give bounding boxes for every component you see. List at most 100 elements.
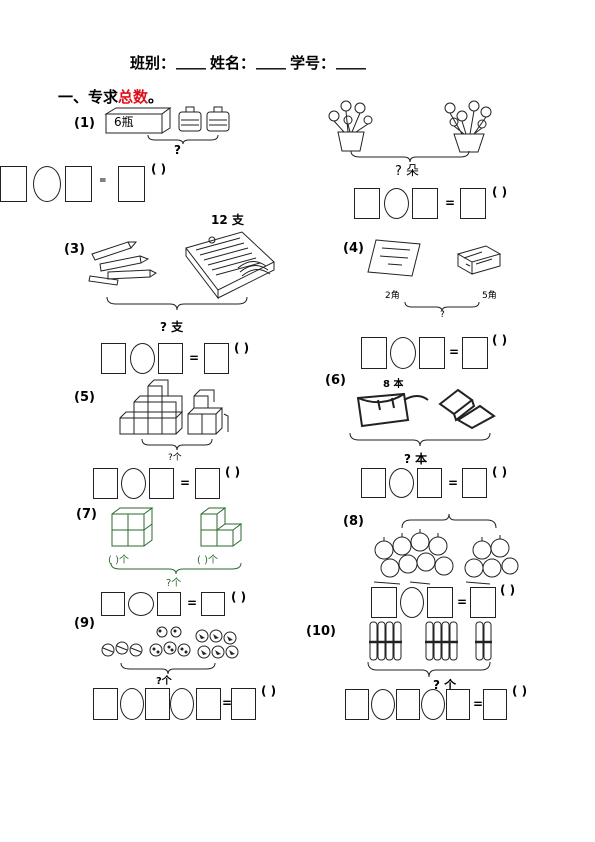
result-box[interactable] [483, 689, 507, 720]
header-name-label: 姓名： [210, 54, 256, 72]
section-title-highlight: 总数 [118, 88, 149, 106]
problem-6-number: (6) [325, 373, 346, 388]
unit-paren[interactable]: ( ) [225, 465, 241, 479]
count-blank-right[interactable]: ( )个 [197, 555, 218, 566]
problem-1-question: ? [174, 143, 181, 157]
schoolbag-illustration [352, 386, 432, 430]
answer-box[interactable] [101, 592, 125, 616]
equals-sign: = [473, 697, 484, 711]
unit-paren[interactable]: ( ) [234, 341, 250, 355]
total-brace [120, 662, 216, 674]
answer-box[interactable] [412, 188, 438, 219]
problem-3-top-label: 12 支 [211, 213, 244, 227]
result-box[interactable] [470, 587, 496, 618]
answer-box[interactable] [157, 592, 181, 616]
answer-box[interactable] [93, 688, 118, 720]
bottle-icon [205, 106, 231, 132]
unit-paren[interactable]: ( ) [492, 185, 508, 199]
problem-6-question: ? 本 [404, 452, 428, 466]
operator-oval[interactable] [389, 468, 414, 498]
answer-box[interactable] [396, 689, 420, 720]
answer-box[interactable] [427, 587, 453, 618]
balls-illustration [100, 626, 244, 662]
header-id-blank[interactable]: ____ [336, 52, 366, 70]
unit-paren[interactable]: ( ) [512, 684, 528, 698]
green-cubes-illustration [110, 506, 154, 548]
header-class-blank[interactable]: ____ [176, 52, 206, 70]
green-cubes-illustration [199, 506, 243, 548]
problem-3-number: (3) [64, 242, 85, 257]
unit-paren[interactable]: ( ) [492, 465, 508, 479]
operator-oval[interactable] [121, 468, 146, 499]
problem-7-number: (7) [76, 507, 97, 522]
answer-box[interactable] [419, 337, 445, 369]
equals-sign: = [187, 596, 198, 610]
answer-box[interactable] [354, 188, 380, 219]
answer-box[interactable] [158, 343, 183, 374]
operator-oval[interactable] [371, 689, 395, 720]
operator-oval[interactable] [421, 689, 445, 720]
operator-oval[interactable] [384, 188, 409, 219]
answer-box[interactable] [446, 689, 470, 720]
books-illustration [436, 386, 496, 430]
answer-box[interactable] [417, 468, 442, 498]
unit-paren[interactable]: ( ) [492, 333, 508, 347]
problem-10-question: ? 个 [433, 678, 457, 692]
answer-box[interactable] [149, 468, 174, 499]
answer-box[interactable] [93, 468, 118, 499]
answer-box[interactable] [0, 166, 27, 202]
operator-oval[interactable] [130, 343, 155, 374]
crayon-box-illustration [182, 228, 278, 298]
operator-oval[interactable] [128, 592, 154, 616]
equals-sign: = [180, 476, 191, 490]
bottle-icon [177, 106, 203, 132]
unit-paren[interactable]: ( ) [261, 684, 277, 698]
problem-2-question: ? 朵 [395, 164, 420, 179]
answer-box[interactable] [196, 688, 221, 720]
answer-box[interactable] [101, 343, 126, 374]
equals-sign: = [99, 176, 107, 186]
problem-4-question: ? [440, 310, 445, 320]
total-brace [110, 562, 242, 574]
problem-6-top-label: 8 本 [383, 379, 404, 390]
result-box[interactable] [462, 468, 487, 498]
problem-4-number: (4) [343, 241, 364, 256]
operator-oval[interactable] [170, 688, 194, 720]
header-id-label: 学号： [290, 54, 336, 72]
total-brace [367, 661, 491, 677]
result-box[interactable] [231, 688, 256, 720]
apples-illustration [370, 528, 520, 586]
equals-sign: = [449, 345, 460, 359]
equals-sign: = [445, 196, 456, 210]
answer-box[interactable] [361, 337, 387, 369]
operator-oval[interactable] [120, 688, 144, 720]
unit-paren[interactable]: ( ) [231, 590, 247, 604]
price-label-right: 5角 [482, 291, 497, 301]
result-box[interactable] [462, 337, 488, 369]
equals-sign: = [222, 696, 233, 710]
count-blank-left[interactable]: ( )个 [108, 555, 129, 566]
problem-3-question: ? 支 [160, 320, 184, 334]
result-box[interactable] [460, 188, 486, 219]
section-title-suffix: 。 [148, 88, 164, 106]
answer-box[interactable] [345, 689, 369, 720]
total-brace [350, 150, 470, 162]
operator-oval[interactable] [33, 166, 61, 202]
result-box[interactable] [204, 343, 229, 374]
header-name-blank[interactable]: ____ [256, 52, 286, 70]
answer-box[interactable] [145, 688, 170, 720]
result-box[interactable] [195, 468, 220, 499]
answer-box[interactable] [65, 166, 92, 202]
operator-oval[interactable] [400, 587, 424, 618]
result-box[interactable] [118, 166, 145, 202]
flower-pot-illustration [440, 98, 496, 154]
problem-8-number: (8) [343, 514, 364, 529]
eraser-illustration [456, 244, 502, 276]
result-box[interactable] [201, 592, 225, 616]
answer-box[interactable] [361, 468, 386, 498]
unit-paren[interactable]: ( ) [500, 583, 516, 597]
operator-oval[interactable] [390, 337, 416, 369]
answer-box[interactable] [371, 587, 397, 618]
unit-paren[interactable]: ( ) [151, 162, 167, 176]
problem-9-number: (9) [74, 616, 95, 631]
